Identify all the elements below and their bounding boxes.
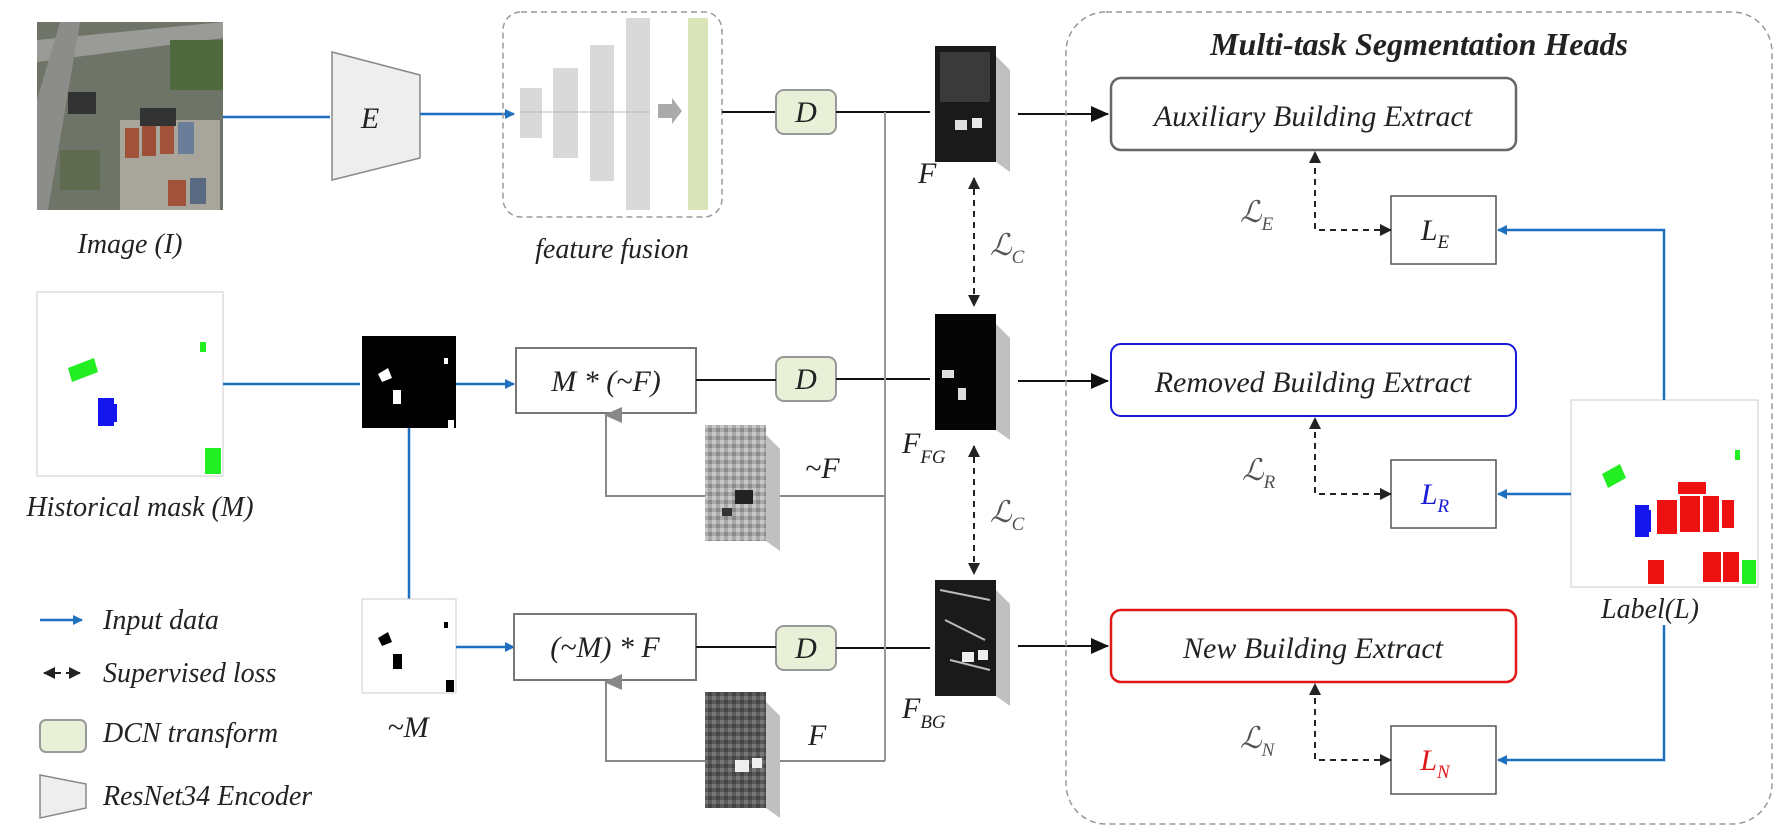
binary-mask-m [362,336,456,428]
label-to-le-arrow [1497,225,1666,400]
label-box-n: LN [1390,725,1497,795]
feature-map-ffg [935,314,1010,440]
feature-feedback-arrow [604,674,885,762]
loss-e-connector [1309,151,1392,236]
legend-dcn-swatch [39,719,87,753]
lower-feature-label: F [807,719,827,752]
fusion-output-layer [688,18,708,210]
label-to-ln-arrow [1497,625,1666,765]
op-inverse-masked-feature: (~M) * F [513,613,697,681]
heads-title: Multi-task Segmentation Heads [1209,26,1628,62]
loss-n-label: ℒN [1240,722,1276,761]
inverse-mask-image [361,598,457,694]
dcn-block-top: D [775,89,837,135]
feature-map-fbg [935,580,1010,706]
svg-text:LR: LR [1420,478,1450,517]
label-image-caption: Label(L) [1600,594,1699,625]
legend-input-text: Input data [102,605,219,636]
svg-text:D: D [794,363,817,396]
svg-text:D: D [794,632,817,665]
feature-fusion-box [502,11,723,218]
feature-ffg-label: FFG [901,427,946,468]
svg-text:M * (~F): M * (~F) [550,365,661,398]
fusion-layer-3 [590,45,614,181]
image-label: Image (I) [77,229,183,260]
label-box-r: LR [1390,459,1497,529]
inverse-feature-map [705,425,780,551]
label-image [1570,399,1759,588]
legend: Input data Supervised loss DCN transform… [39,605,312,819]
auxiliary-head-box: Auxiliary Building Extract [1109,76,1518,152]
svg-text:New Building Extract: New Building Extract [1182,632,1444,665]
legend-dcn-text: DCN transform [102,718,278,749]
encoder-block [331,51,421,181]
segmentation-heads-panel [1065,11,1773,825]
dcn-block-middle: D [775,356,837,402]
inverse-mask-label: ~M [387,711,430,744]
mask-label: Historical mask (M) [25,492,253,523]
svg-text:LN: LN [1419,744,1451,783]
lower-feature-map [705,692,780,818]
feature-map-f [935,46,1010,172]
loss-r-connector [1309,417,1392,500]
inverse-feature-feedback-arrow [604,407,885,497]
svg-text:(~M) * F: (~M) * F [550,631,660,664]
contrast-loss-label-top: ℒC [990,229,1025,268]
legend-encoder-swatch [39,774,87,819]
loss-e-label: ℒE [1240,196,1274,235]
legend-loss-text: Supervised loss [103,658,277,689]
op-masked-inverse-feature: M * (~F) [515,347,697,414]
svg-text:Removed Building Extract: Removed Building Extract [1154,366,1472,399]
removed-head-box: Removed Building Extract [1110,343,1517,417]
loss-r-label: ℒR [1242,454,1276,493]
historical-mask-image [36,291,224,477]
contrast-loss-label-bottom: ℒC [990,496,1025,535]
inverse-feature-label: ~F [805,452,840,485]
dcn-block-bottom: D [775,625,837,671]
feature-f-label: F [917,157,937,190]
encoder-label: E [360,102,379,135]
fusion-layer-4 [626,18,650,210]
fusion-layer-2 [553,68,578,158]
new-head-box: New Building Extract [1109,608,1518,684]
svg-text:LE: LE [1420,214,1450,253]
label-box-e: LE [1390,195,1497,265]
legend-encoder-text: ResNet34 Encoder [102,781,312,812]
fusion-label: feature fusion [535,234,689,265]
svg-text:Auxiliary Building Extract: Auxiliary Building Extract [1152,100,1473,133]
svg-text:D: D [794,96,817,129]
input-aerial-image [37,22,223,210]
feature-fbg-label: FBG [901,692,946,733]
loss-n-connector [1309,683,1392,766]
fusion-arrow-icon [658,98,682,124]
fusion-layer-1 [520,88,542,138]
